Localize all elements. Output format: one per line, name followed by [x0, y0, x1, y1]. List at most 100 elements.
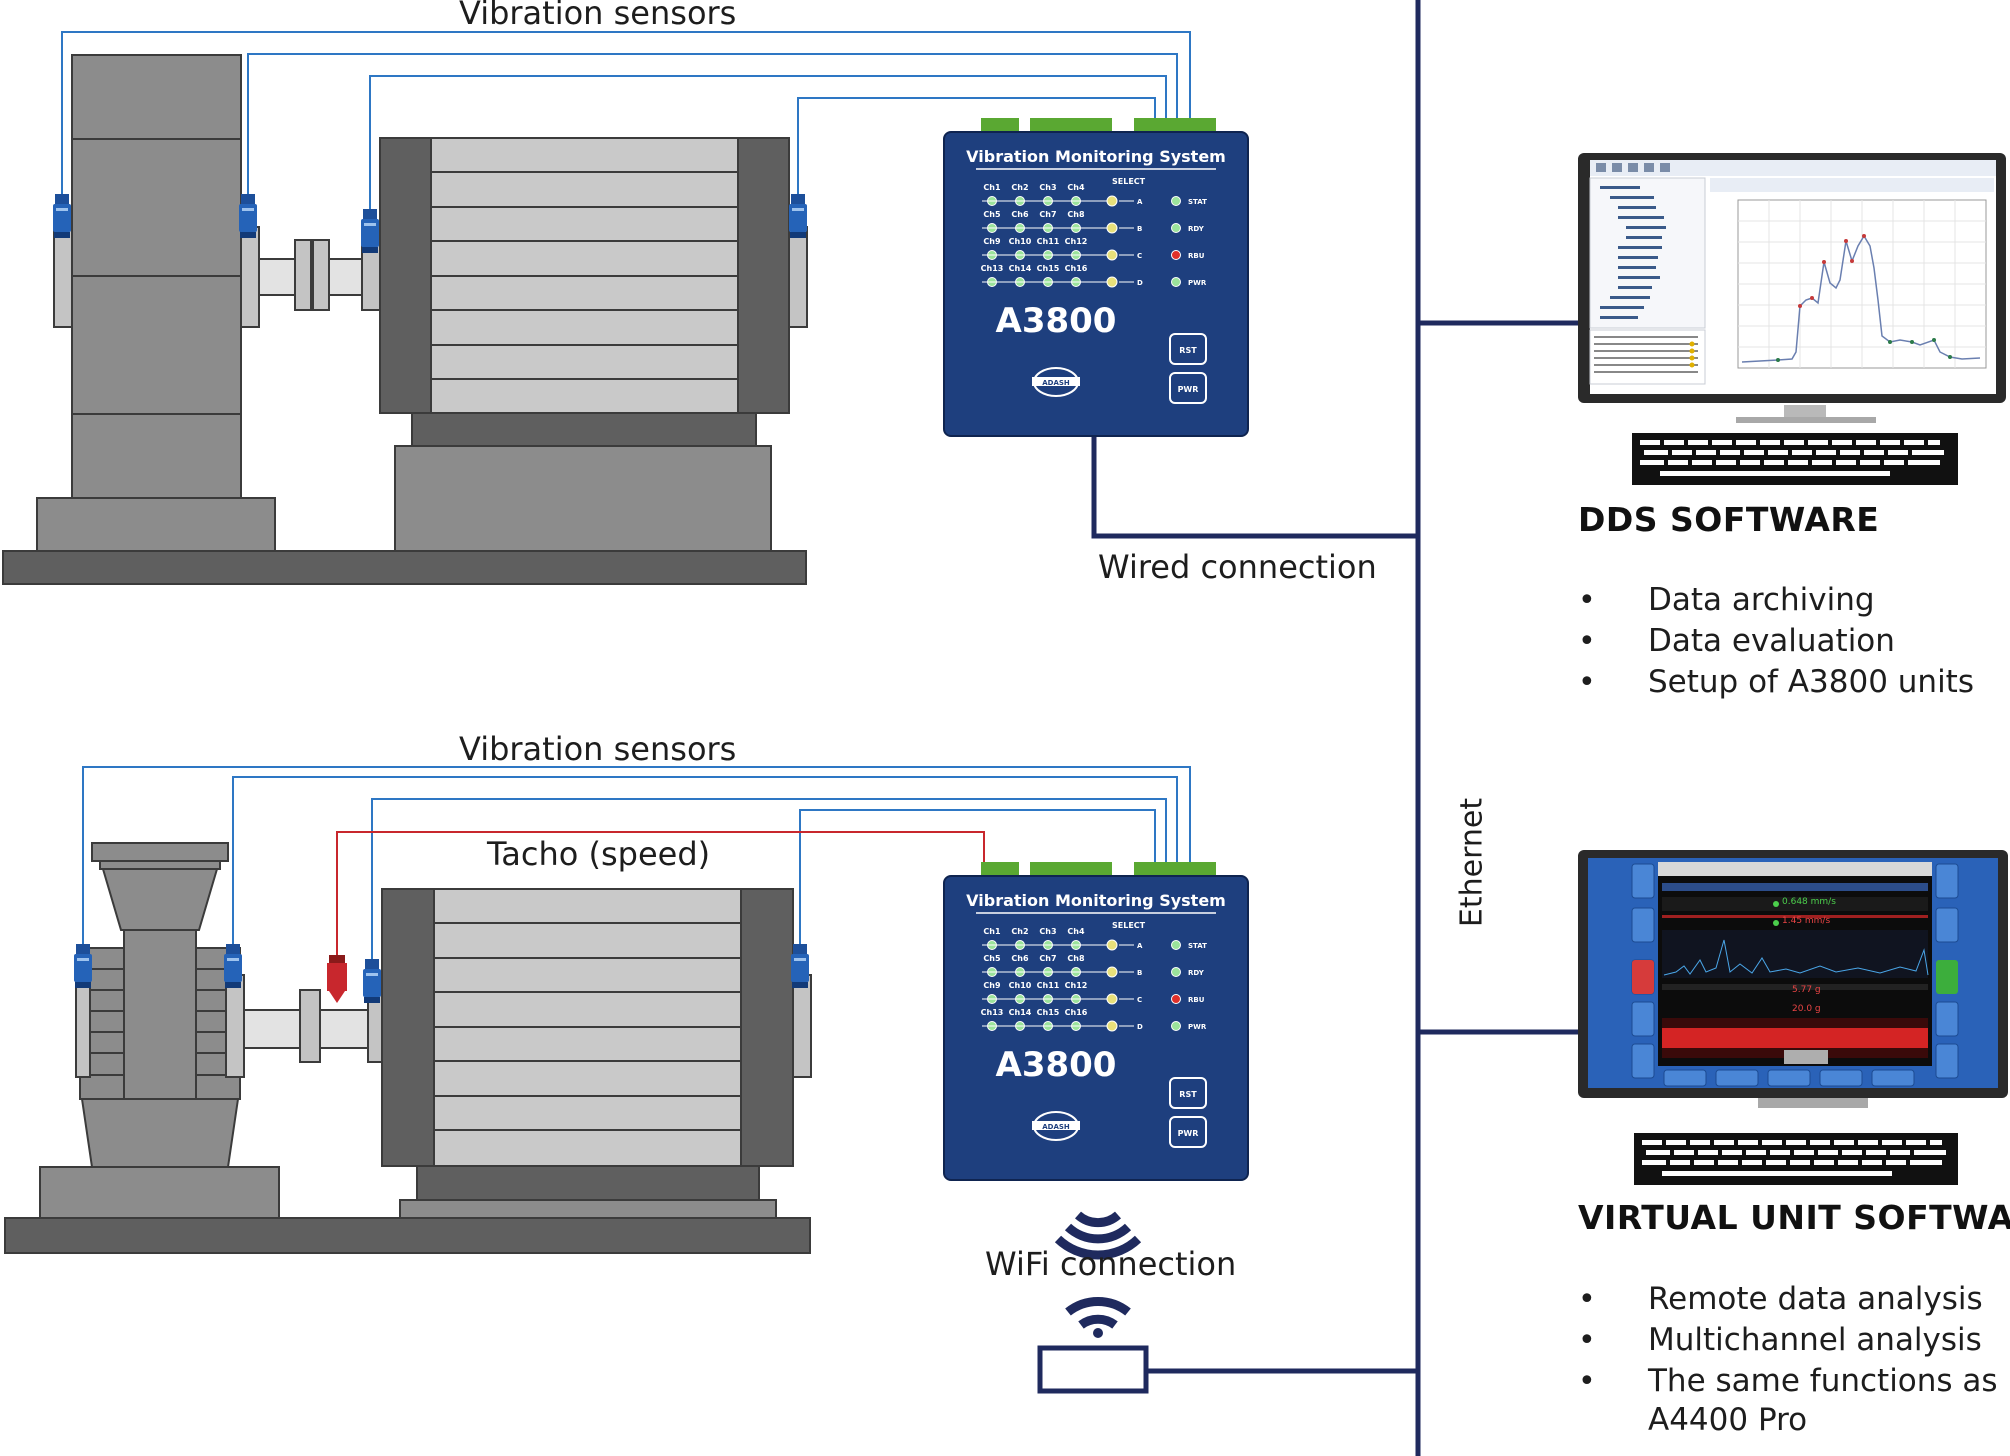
- rst-label: RST: [1179, 1090, 1197, 1099]
- select-led: [1106, 222, 1118, 234]
- vu-feature-item: Remote data analysis: [1578, 1279, 1998, 1320]
- channel-label: Ch6: [1011, 210, 1029, 219]
- channel-label: Ch12: [1065, 237, 1088, 246]
- channel-label: Ch13: [981, 264, 1004, 273]
- select-led: [1106, 276, 1118, 288]
- tacho-sensor: [327, 955, 347, 1003]
- vu-feature-item: Multichannel analysis: [1578, 1320, 1998, 1361]
- channel-label: Ch2: [1011, 927, 1028, 936]
- vibration-sensors-label-bottom: Vibration sensors: [459, 730, 737, 768]
- pwr-button[interactable]: [1169, 372, 1207, 404]
- sensor-wires-top: [61, 31, 1191, 210]
- svg-text:ADASH: ADASH: [1042, 1123, 1070, 1131]
- tacho-label: Tacho (speed): [487, 835, 711, 873]
- channel-label: Ch5: [983, 954, 1001, 963]
- status-led: [1171, 967, 1181, 977]
- status-led: [1171, 223, 1181, 233]
- vu-readout-3: 5.77 g: [1792, 985, 1821, 995]
- select-label: SELECT: [1112, 177, 1146, 186]
- wired-connection-label: Wired connection: [1098, 548, 1377, 586]
- wifi-router-icon: [1037, 1296, 1149, 1394]
- vu-readout-4: 20.0 g: [1792, 1004, 1821, 1014]
- channel-label: Ch14: [1009, 264, 1032, 273]
- terminal-connector: [981, 118, 1019, 134]
- status-label: RDY: [1188, 225, 1205, 233]
- status-label: STAT: [1188, 198, 1207, 206]
- dds-software-header: DDS SOFTWARE: [1578, 500, 1880, 539]
- channel-label: Ch16: [1065, 264, 1088, 273]
- pwr-label: PWR: [1178, 1129, 1199, 1138]
- channel-label: Ch8: [1067, 954, 1085, 963]
- status-label: STAT: [1188, 942, 1207, 950]
- sensor-wires-bottom: [82, 766, 1191, 960]
- tacho-wire: [336, 831, 985, 955]
- network-lines: [1091, 0, 1578, 1456]
- pwr-label: PWR: [1178, 385, 1199, 394]
- channel-label: Ch2: [1011, 183, 1028, 192]
- status-label: RBU: [1188, 996, 1205, 1004]
- select-led: [1106, 1020, 1118, 1032]
- select-letter: B: [1137, 225, 1142, 233]
- wifi-waves-icon: [1054, 1211, 1142, 1260]
- dds-feature-item: Setup of A3800 units: [1578, 662, 1974, 703]
- channel-label: Ch8: [1067, 210, 1085, 219]
- pwr-button[interactable]: [1169, 1116, 1207, 1148]
- status-label: RBU: [1188, 252, 1205, 260]
- device-model: A3800: [996, 1045, 1117, 1085]
- channel-label: Ch4: [1067, 183, 1085, 192]
- channel-label: Ch7: [1039, 210, 1056, 219]
- rst-button[interactable]: [1169, 1077, 1207, 1109]
- status-label: PWR: [1188, 1023, 1207, 1031]
- channel-label: Ch4: [1067, 927, 1085, 936]
- select-letter: C: [1137, 996, 1142, 1004]
- channel-label: Ch10: [1009, 981, 1032, 990]
- dds-keyboard-icon: [1632, 433, 1958, 485]
- channel-label: Ch1: [983, 183, 1001, 192]
- channel-label: Ch3: [1039, 183, 1056, 192]
- ethernet-label: Ethernet: [1454, 797, 1490, 928]
- status-led: [1171, 196, 1181, 206]
- vu-readout-2: 1.45 mm/s: [1782, 916, 1831, 926]
- channel-label: Ch9: [983, 981, 1001, 990]
- rst-button[interactable]: [1169, 333, 1207, 365]
- status-label: PWR: [1188, 279, 1207, 287]
- terminal-connector: [1134, 118, 1216, 134]
- status-led: [1171, 277, 1181, 287]
- terminal-connector: [1030, 118, 1112, 134]
- channel-label: Ch10: [1009, 237, 1032, 246]
- channel-label: Ch16: [1065, 1008, 1088, 1017]
- svg-text:ADASH: ADASH: [1042, 379, 1070, 387]
- channel-label: Ch15: [1037, 264, 1060, 273]
- channel-label: Ch5: [983, 210, 1001, 219]
- channel-label: Ch14: [1009, 1008, 1032, 1017]
- channel-label: Ch3: [1039, 927, 1056, 936]
- dds-feature-list: Data archiving Data evaluation Setup of …: [1578, 580, 1974, 703]
- vu-keyboard-icon: [1634, 1133, 1958, 1185]
- select-label: SELECT: [1112, 921, 1146, 930]
- channel-label: Ch12: [1065, 981, 1088, 990]
- status-led: [1171, 994, 1181, 1004]
- channel-label: Ch11: [1037, 981, 1060, 990]
- vibration-sensors-label-top: Vibration sensors: [459, 0, 737, 32]
- select-letter: D: [1137, 279, 1143, 287]
- vu-feature-list: Remote data analysis Multichannel analys…: [1578, 1279, 1998, 1402]
- vu-feature-item: The same functions as: [1578, 1361, 1998, 1402]
- status-led: [1171, 940, 1181, 950]
- device-title: Vibration Monitoring System: [966, 147, 1226, 166]
- wired-connection-line: [1091, 436, 1418, 539]
- channel-label: Ch11: [1037, 237, 1060, 246]
- channel-label: Ch15: [1037, 1008, 1060, 1017]
- channel-label: Ch6: [1011, 954, 1029, 963]
- select-letter: A: [1137, 198, 1143, 206]
- terminal-connector: [981, 862, 1019, 878]
- dds-monitor: [1578, 153, 2006, 423]
- select-led: [1106, 993, 1118, 1005]
- select-led: [1106, 939, 1118, 951]
- device-model: A3800: [996, 301, 1117, 341]
- virtual-unit-monitor: [1578, 850, 2008, 1108]
- virtual-unit-software-header: VIRTUAL UNIT SOFTWARE: [1578, 1198, 2010, 1237]
- status-led: [1171, 1021, 1181, 1031]
